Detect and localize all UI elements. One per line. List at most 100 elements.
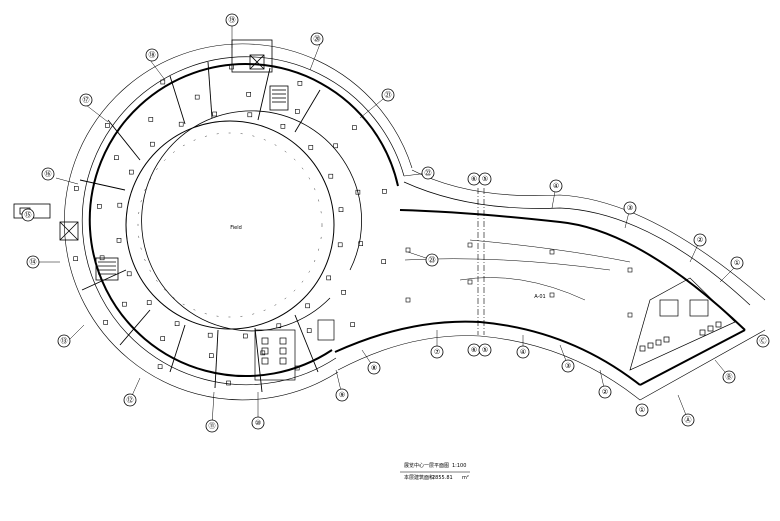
axis-bubbles bbox=[21, 13, 770, 433]
column-marker bbox=[129, 169, 134, 175]
axis-14: ⑭ bbox=[30, 258, 37, 266]
column-marker bbox=[405, 297, 411, 303]
corridor-wall bbox=[141, 110, 362, 332]
wing-bottom-wall bbox=[334, 320, 641, 386]
central-field-circle bbox=[125, 120, 335, 330]
column-marker bbox=[381, 259, 387, 264]
column-marker bbox=[305, 303, 310, 309]
column-marker bbox=[627, 267, 633, 273]
column-marker bbox=[243, 333, 248, 339]
column-marker bbox=[276, 323, 282, 329]
column-marker bbox=[146, 300, 152, 305]
column-marker bbox=[247, 112, 253, 118]
column-marker bbox=[73, 256, 78, 262]
column-marker bbox=[105, 123, 110, 128]
radial-walls bbox=[79, 61, 321, 393]
circular-hall bbox=[64, 43, 413, 401]
column-marker bbox=[326, 275, 332, 281]
drawing-scale: 1:100 bbox=[452, 463, 466, 469]
axis-2-bottom: ② bbox=[602, 388, 608, 396]
north-core bbox=[231, 39, 289, 111]
column-marker bbox=[150, 141, 155, 147]
column-marker bbox=[627, 312, 633, 318]
axis-16: ⑯ bbox=[45, 170, 52, 178]
column-marker bbox=[229, 64, 234, 70]
axis-21: ㉑ bbox=[385, 91, 392, 99]
east-toilet-block bbox=[629, 277, 736, 371]
axis-18: ⑱ bbox=[149, 51, 156, 59]
axis-4-top: ④ bbox=[553, 182, 559, 190]
axis-C: Ⓒ bbox=[760, 337, 767, 345]
column-marker bbox=[382, 189, 387, 194]
axis-labels: ⑲ ⑳ ⑱ ㉑ ⑰ ㉒ ⑥ ⑤ ④ ③ ② ① ⑯ ⑮ ⑭ ㉓ ⑬ ⑫ ⑪ ⑩ … bbox=[25, 16, 767, 430]
axis-2-top: ② bbox=[697, 236, 703, 244]
wing-end-wall bbox=[639, 329, 746, 386]
wing-bottom-dimension bbox=[337, 335, 641, 401]
column-marker bbox=[467, 279, 473, 285]
drawing-title: 展览中心一层平面图 bbox=[404, 462, 449, 469]
central-field-inner-ring bbox=[137, 132, 323, 318]
column-marker bbox=[341, 289, 346, 295]
column-marker bbox=[174, 321, 180, 327]
column-marker bbox=[116, 238, 122, 243]
column-marker bbox=[306, 328, 312, 333]
axis-15: ⑮ bbox=[25, 211, 32, 219]
room-label-wing: A-01 bbox=[534, 294, 545, 300]
wing-top-wall-thin bbox=[403, 181, 751, 306]
axis-22: ㉒ bbox=[425, 169, 432, 177]
axis-1-top: ① bbox=[734, 259, 740, 267]
title-block: 展览中心一层平面图 1:100 本层建筑面积 2855.81 m² bbox=[400, 462, 470, 481]
axis-B: Ⓑ bbox=[726, 373, 733, 381]
axis-13: ⑬ bbox=[61, 337, 68, 345]
axis-11: ⑪ bbox=[209, 422, 216, 430]
axis-23: ㉓ bbox=[429, 256, 436, 264]
column-marker bbox=[328, 173, 334, 179]
west-entrance bbox=[13, 203, 119, 281]
column-marker bbox=[467, 242, 473, 248]
axis-7: ⑦ bbox=[434, 348, 440, 356]
axis-8: ⑧ bbox=[371, 364, 377, 372]
column-marker bbox=[97, 204, 102, 209]
column-marker bbox=[355, 189, 361, 195]
area-value: 2855.81 bbox=[432, 475, 453, 481]
area-unit: m² bbox=[462, 475, 469, 481]
axis-3-top: ③ bbox=[627, 204, 633, 212]
column-marker bbox=[157, 364, 163, 370]
axis-9: ⑨ bbox=[339, 391, 345, 399]
column-marker bbox=[148, 117, 154, 122]
column-marker bbox=[212, 111, 217, 117]
exterior-wall bbox=[88, 63, 399, 378]
column-marker bbox=[126, 271, 132, 277]
column-marker bbox=[209, 353, 214, 359]
axis-12: ⑫ bbox=[127, 396, 134, 404]
column-marker bbox=[178, 121, 184, 127]
axis-3-bottom: ③ bbox=[565, 362, 571, 370]
column-marker bbox=[114, 155, 119, 160]
column-marker bbox=[337, 242, 343, 248]
column-marker bbox=[338, 207, 344, 212]
axis-19: ⑲ bbox=[229, 16, 236, 24]
outer-dimension-arc bbox=[64, 43, 413, 401]
column-marker bbox=[358, 241, 364, 246]
axis-5-bottom: ⑤ bbox=[482, 346, 488, 354]
area-label: 本层建筑面积 bbox=[404, 474, 434, 481]
column-marker bbox=[103, 320, 108, 325]
axis-A: Ⓐ bbox=[685, 416, 692, 424]
axis-6-bottom: ⑥ bbox=[471, 346, 477, 354]
column-marker bbox=[226, 380, 231, 386]
axis-10: ⑩ bbox=[255, 419, 261, 427]
axis-4-bottom: ④ bbox=[520, 348, 526, 356]
column-marker bbox=[117, 202, 123, 208]
column-marker bbox=[122, 301, 127, 307]
column-marker bbox=[160, 79, 166, 85]
column-marker bbox=[549, 292, 555, 298]
column-marker bbox=[350, 322, 355, 327]
column-marker bbox=[352, 125, 357, 130]
south-toilets bbox=[254, 319, 335, 381]
axis-1-bottom: ① bbox=[639, 406, 645, 414]
column-marker bbox=[549, 249, 555, 255]
axis-5-top: ⑤ bbox=[482, 175, 488, 183]
column-marker bbox=[74, 186, 79, 191]
column-marker bbox=[260, 350, 266, 356]
